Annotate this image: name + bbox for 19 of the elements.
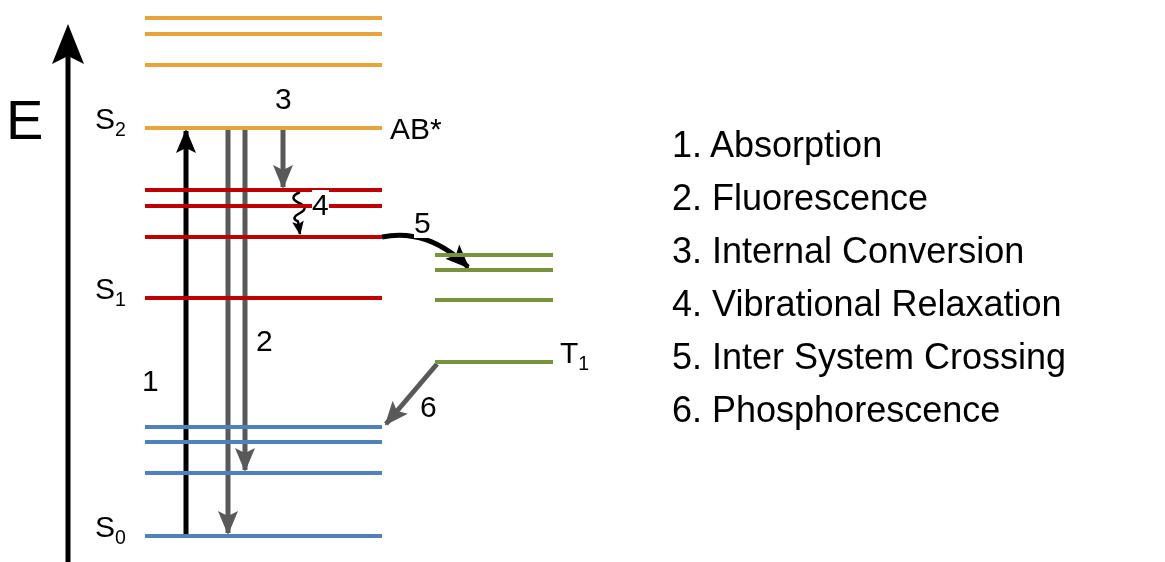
legend-text: 4. Vibrational Relaxation [672, 286, 1062, 322]
state-label: T$_{1}$ [560, 338, 590, 374]
arrow [235, 130, 255, 472]
state-label: AB* [390, 114, 442, 144]
state-label: S$_{1}$ [95, 274, 126, 310]
legend-text: 2. Fluorescence [672, 180, 929, 216]
arrow [218, 130, 238, 535]
legend-text: 6. Phosphorescence [672, 392, 1001, 428]
state-label: S$_{2}$ [95, 104, 126, 140]
legend-text: 3. Internal Conversion [672, 233, 1025, 269]
state-label: S$_{0}$ [95, 512, 126, 548]
legend-text: 5. Inter System Crossing [672, 339, 1067, 375]
axis-label: E [6, 92, 44, 148]
arrow [292, 190, 306, 236]
arrow [384, 362, 439, 426]
legend-text: 1. Absorption [672, 127, 883, 163]
arrow [176, 129, 196, 534]
arrow [381, 232, 470, 269]
arrow [273, 130, 293, 189]
